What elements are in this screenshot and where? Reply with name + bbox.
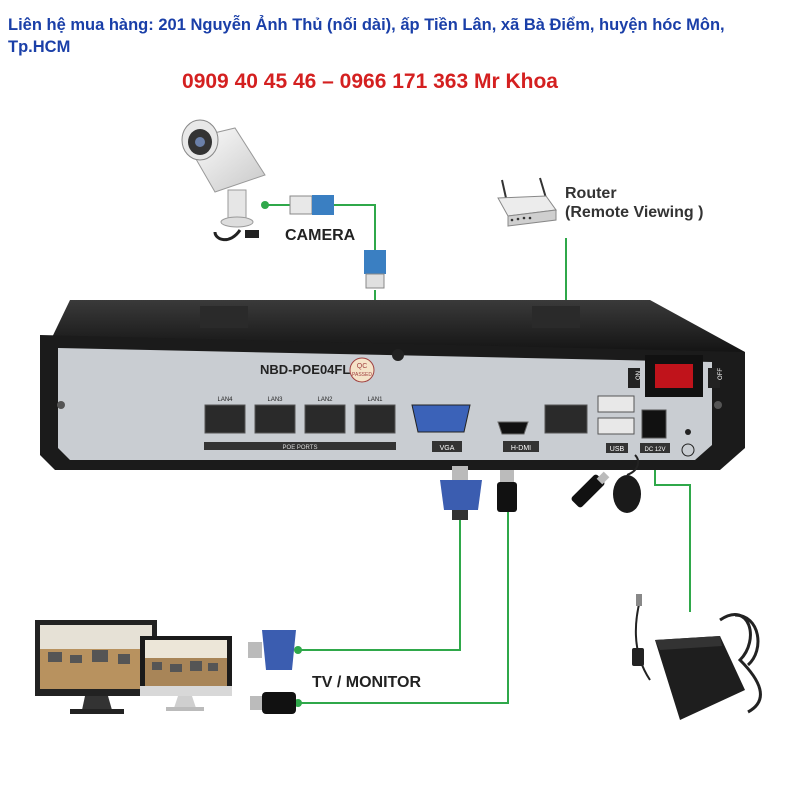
usb-flash-drive <box>571 471 610 508</box>
contact-header: Liên hệ mua hàng: 201 Nguyễn Ảnh Thủ (nố… <box>8 16 725 56</box>
vga-connector-tv <box>248 630 296 670</box>
port-label-lan2: LAN2 <box>317 397 333 403</box>
power-adapter <box>632 594 762 720</box>
tv-monitor-label: TV / MONITOR <box>312 674 422 691</box>
monitor-left <box>35 620 157 714</box>
nvr-recorder <box>40 300 745 470</box>
hdmi-connector-tv <box>250 692 296 714</box>
qc-stamp-line1: QC <box>357 363 368 370</box>
poe-ports-label: POE PORTS <box>283 445 318 451</box>
router-icon <box>497 177 557 227</box>
port-label-lan4: LAN4 <box>217 397 233 403</box>
switch-off-label: OFF <box>718 368 724 380</box>
port-label-lan1: LAN1 <box>367 397 383 403</box>
vga-cable <box>440 466 482 520</box>
qc-stamp-line2: PASSED <box>352 372 372 378</box>
phone-numbers: 0909 40 45 46 – 0966 171 363 Mr Khoa <box>182 70 558 93</box>
camera-label: CAMERA <box>285 227 356 244</box>
monitor-right <box>140 636 232 711</box>
usb-mouse <box>613 454 641 513</box>
ip-camera <box>181 119 266 242</box>
port-label-lan3: LAN3 <box>267 397 283 403</box>
nvr-model-label: NBD-POE04FL- <box>260 362 355 377</box>
hdmi-label: H-DMI <box>511 445 531 452</box>
router-label-line1: Router <box>565 185 617 202</box>
vga-label: VGA <box>440 445 455 452</box>
router-label: Router (Remote Viewing ) <box>565 184 703 222</box>
dc-label: DC 12V <box>644 447 665 453</box>
hdmi-cable <box>497 470 517 512</box>
usb-label: USB <box>610 446 625 453</box>
rj45-connector-vertical <box>364 250 386 289</box>
router-label-line2: (Remote Viewing ) <box>565 204 704 221</box>
switch-on-label: ON <box>636 371 642 380</box>
rj45-connector-top <box>289 195 334 215</box>
